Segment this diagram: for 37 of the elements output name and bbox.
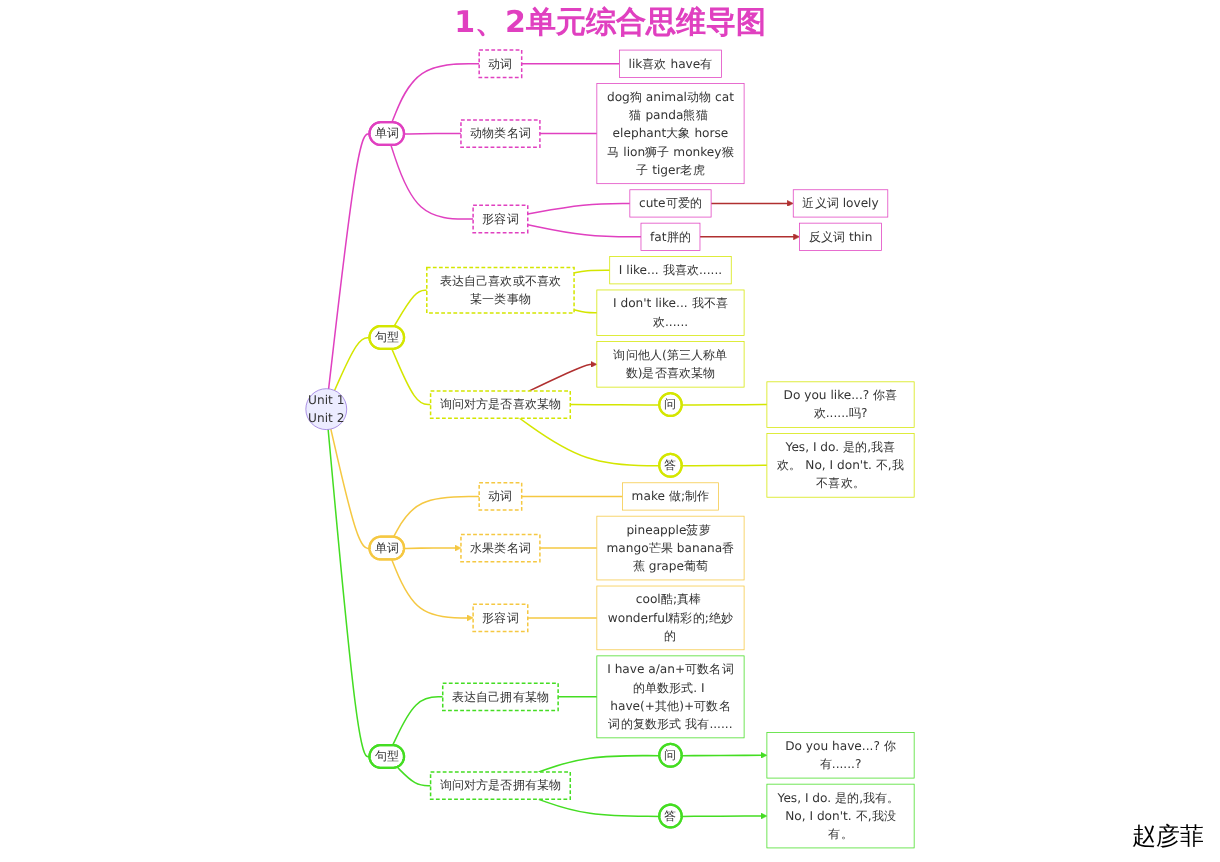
connector (391, 696, 444, 747)
connector (327, 428, 371, 758)
author-name: 赵彦菲 (1132, 822, 1204, 850)
connector (403, 132, 462, 135)
connector (557, 696, 598, 698)
connector (539, 132, 598, 135)
connector (537, 798, 661, 818)
connector (333, 336, 371, 392)
connector (391, 348, 432, 406)
arrow (528, 361, 598, 392)
connector (573, 269, 611, 274)
connector (527, 202, 631, 215)
arrow (710, 200, 794, 207)
connector (327, 133, 371, 390)
connector (520, 63, 621, 65)
title: 1、2单元综合思维导图 (452, 4, 768, 42)
connector (393, 289, 428, 328)
connector (330, 428, 371, 550)
arrow (403, 544, 462, 552)
connector (520, 495, 624, 498)
connector (539, 547, 598, 549)
connector (681, 403, 768, 406)
connector (390, 144, 474, 220)
connector (569, 403, 661, 406)
connector (537, 754, 661, 773)
connector (573, 309, 598, 314)
connector (391, 63, 480, 124)
connector (527, 617, 598, 619)
arrow (681, 812, 768, 820)
connector (392, 495, 480, 538)
connector (527, 223, 642, 238)
connector (681, 464, 768, 467)
arrow (391, 559, 474, 622)
connector (396, 766, 432, 787)
arrow (699, 233, 800, 241)
arrow (681, 751, 768, 759)
connector (518, 417, 661, 467)
